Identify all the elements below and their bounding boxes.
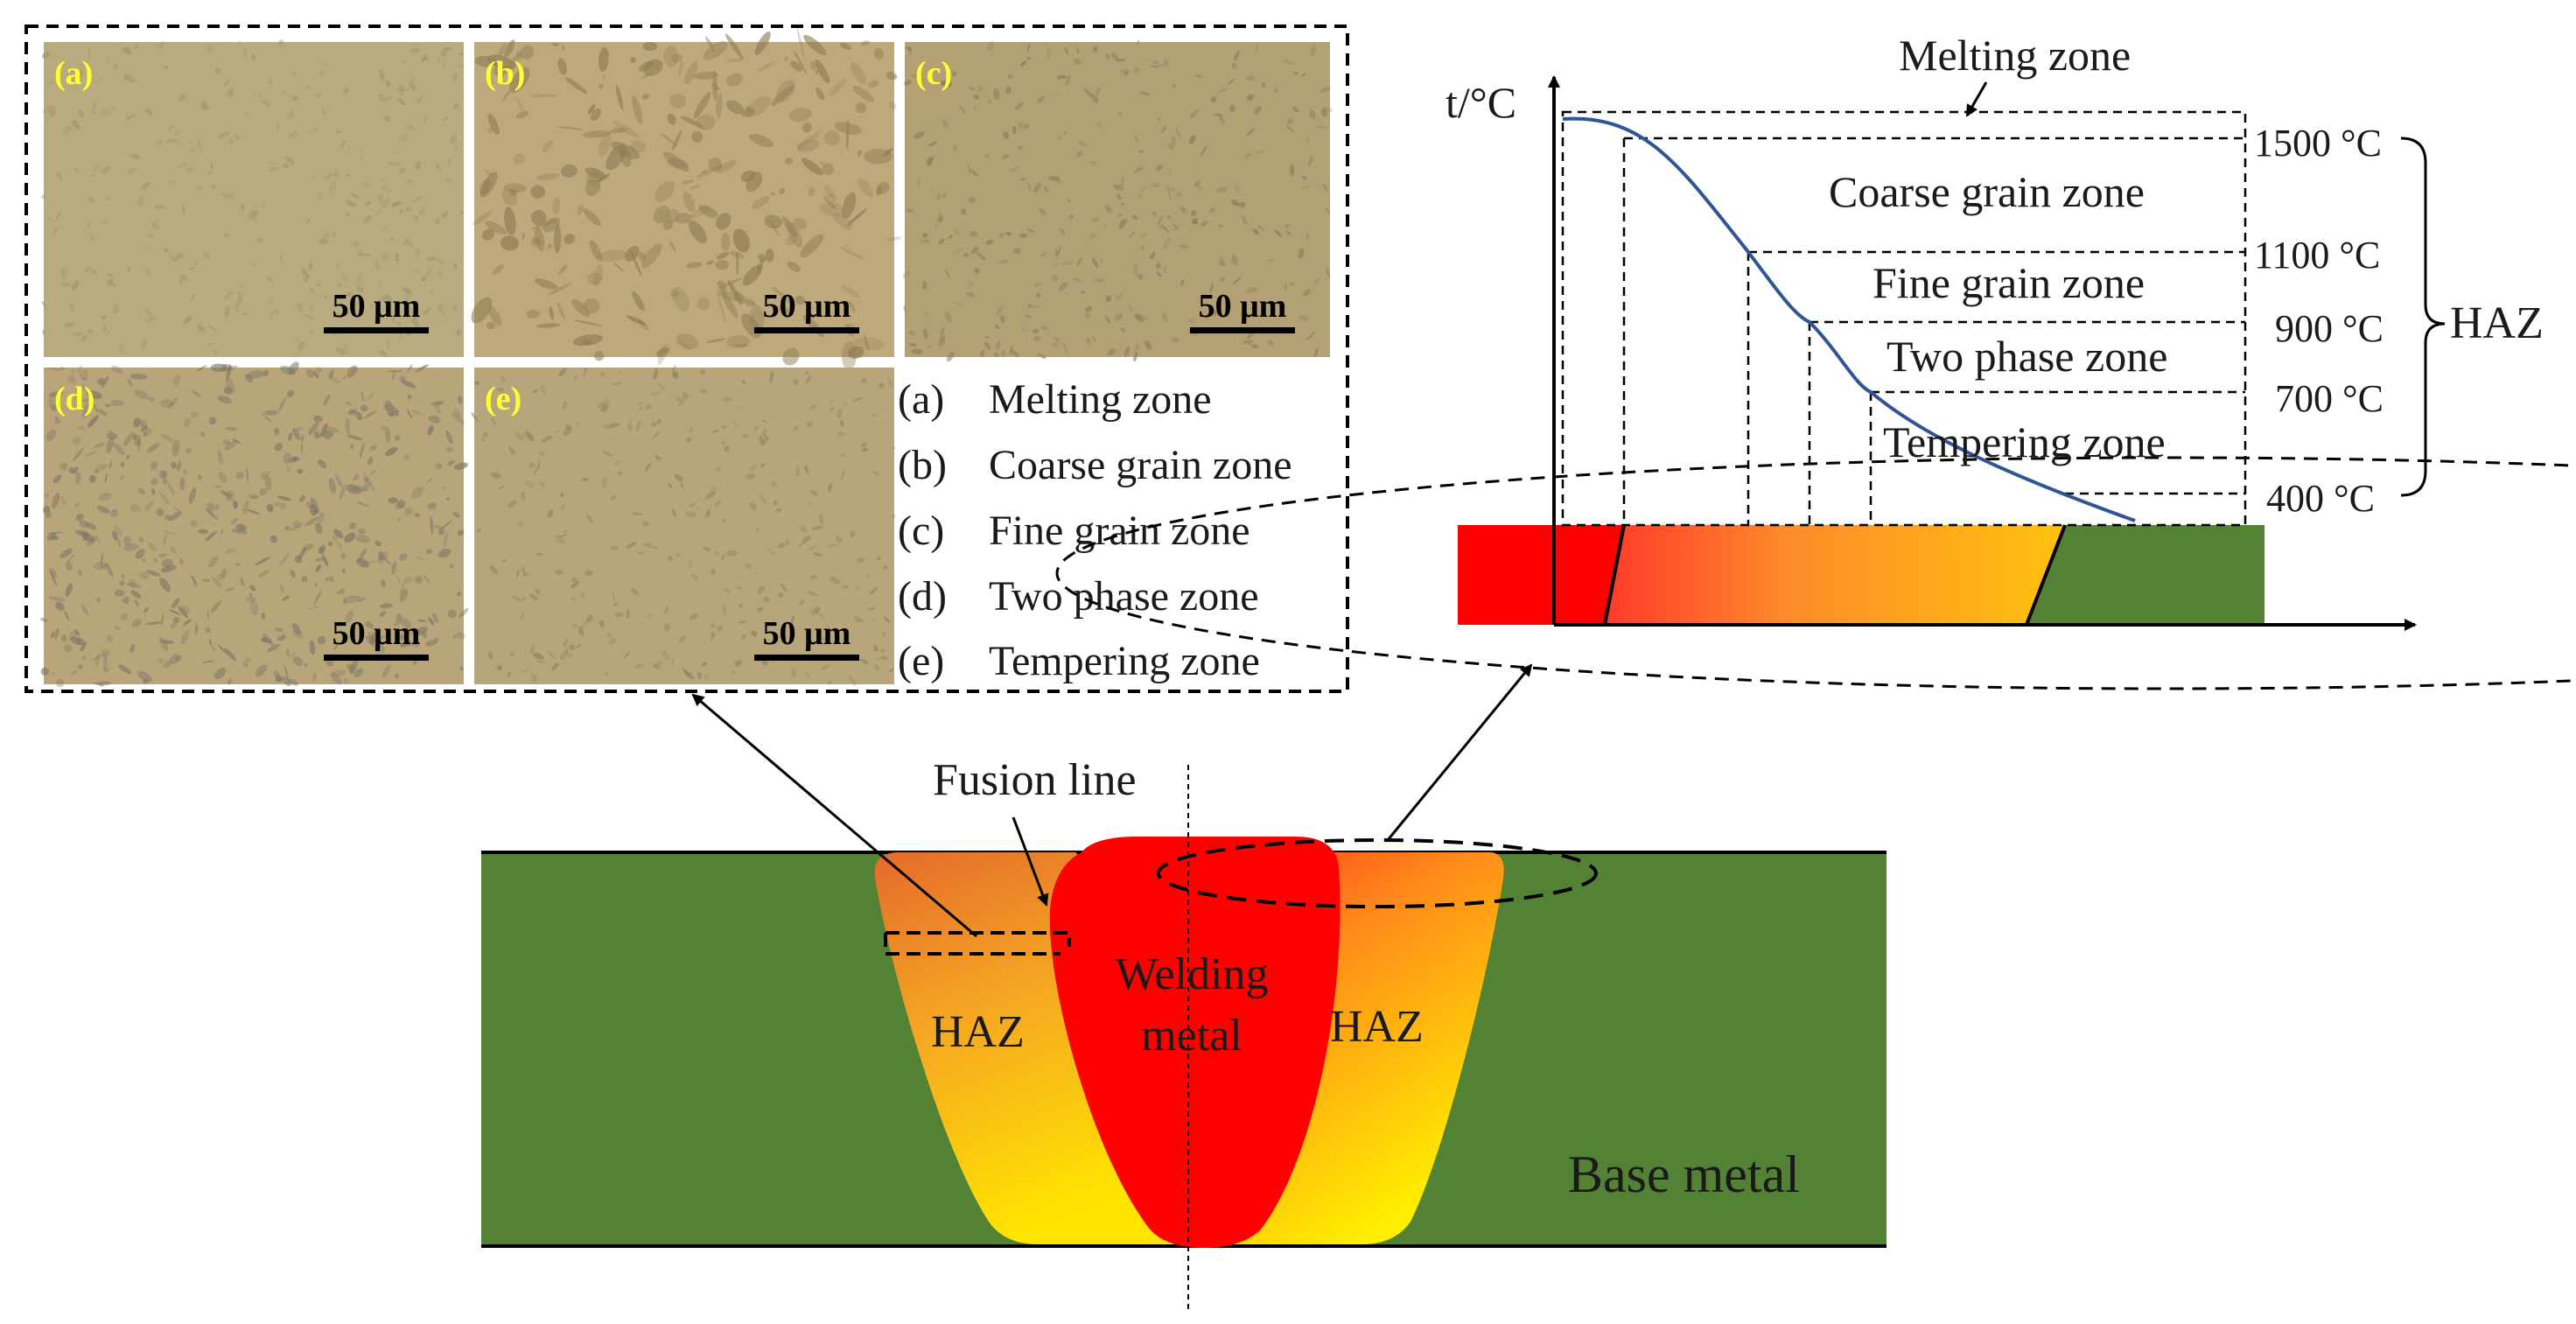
haz-sample-ellipse bbox=[1157, 838, 1598, 908]
zone-bar-melting bbox=[1458, 525, 1624, 625]
temperature-bar-ellipse bbox=[1055, 456, 2576, 690]
micrograph-b-scale-text: 50 μm bbox=[763, 288, 851, 325]
base-metal-label: Base metal bbox=[1568, 1145, 1800, 1203]
temp-tick-700: 700 °C bbox=[2275, 377, 2384, 420]
arrow-to-temperature-chart bbox=[1386, 663, 1533, 841]
micrograph-c-scale-text: 50 μm bbox=[1199, 288, 1287, 325]
zone-bar-base bbox=[2028, 525, 2264, 625]
micrograph-b-scale-bar bbox=[754, 327, 859, 333]
micrograph-d-texture bbox=[39, 361, 469, 688]
micrograph-panel: (a) 50 μm (b) 50 μm (c) 50 μm (d) 50 μm (e) 50 μm… bbox=[24, 25, 1349, 693]
micrograph-c-label: (c) bbox=[915, 55, 952, 92]
welding-metal-label-line2: metal bbox=[1141, 1011, 1242, 1061]
legend-text-two-phase-zone: Two phase zone bbox=[989, 573, 1259, 620]
chart-y-axis-label: t/°C bbox=[1446, 78, 1516, 127]
micrograph-e-texture bbox=[471, 364, 896, 686]
micrograph-e: (e) 50 μm bbox=[471, 364, 896, 686]
micrograph-a-texture bbox=[40, 39, 466, 357]
temperature-chart: t/°C Melting zone Coarse grain zone Fine… bbox=[1055, 31, 2576, 690]
fusion-line-label: Fusion line bbox=[933, 755, 1137, 805]
temp-tick-1500: 1500 °C bbox=[2254, 122, 2382, 165]
melting-zone-pointer bbox=[1965, 81, 1988, 117]
micrograph-tiles: (a) 50 μm (b) 50 μm (c) 50 μm (d) 50 μm (e) 50 μm bbox=[39, 27, 1334, 688]
temperature-guide-lines bbox=[1561, 110, 2247, 527]
haz-brace bbox=[2400, 137, 2446, 497]
micrograph-d-image bbox=[44, 368, 464, 684]
micrograph-b-texture bbox=[471, 27, 902, 370]
micrograph-a-scale-bar bbox=[324, 327, 429, 333]
micrograph-d-label: (d) bbox=[54, 381, 94, 417]
melting-zone-label: Melting zone bbox=[1899, 31, 2131, 80]
arrow-to-micrographs bbox=[691, 693, 977, 938]
fusion-line-pointer bbox=[1012, 816, 1049, 907]
legend-text-coarse-grain-zone: Coarse grain zone bbox=[989, 442, 1292, 488]
micrograph-b: (b) 50 μm bbox=[471, 27, 902, 370]
micrograph-a-label: (a) bbox=[54, 55, 93, 92]
haz-brace-label: HAZ bbox=[2450, 298, 2544, 348]
micrograph-b-image bbox=[474, 42, 894, 357]
sample-location-box bbox=[884, 931, 1071, 956]
temperature-curve bbox=[1562, 116, 2136, 522]
welding-metal-label-line1: Welding bbox=[1116, 949, 1269, 999]
micrograph-c: (c) 50 μm bbox=[902, 39, 1334, 362]
micrograph-e-image bbox=[474, 368, 894, 684]
micrograph-b-label: (b) bbox=[485, 55, 525, 92]
zone-bar-boundary-right bbox=[2025, 524, 2067, 626]
micrograph-c-image bbox=[905, 42, 1330, 357]
temp-tick-1100: 1100 °C bbox=[2254, 234, 2380, 277]
zone-label-two-phase: Two phase zone bbox=[1886, 332, 2167, 381]
legend-key-b: (b) bbox=[898, 442, 947, 488]
melting-zone-box bbox=[1561, 110, 2247, 527]
legend-key-e: (e) bbox=[898, 638, 944, 684]
legend-key-a: (a) bbox=[898, 376, 944, 423]
micrograph-a: (a) 50 μm bbox=[40, 39, 466, 357]
zone-color-bar bbox=[1458, 524, 2264, 626]
haz-left-label: HAZ bbox=[931, 1007, 1025, 1057]
micrograph-legend: (a) Melting zone (b) Coarse grain zone (… bbox=[898, 376, 1292, 684]
legend-text-fine-grain-zone: Fine grain zone bbox=[989, 508, 1250, 554]
micrograph-a-image bbox=[44, 42, 464, 357]
temp-tick-900: 900 °C bbox=[2275, 307, 2384, 350]
haz-right-label: HAZ bbox=[1330, 1002, 1424, 1052]
connector-arrows bbox=[691, 663, 1533, 938]
zone-bar-haz bbox=[1606, 525, 2065, 625]
micrograph-e-scale-bar bbox=[754, 655, 859, 661]
temp-tick-400: 400 °C bbox=[2266, 477, 2375, 520]
zone-label-tempering: Tempering zone bbox=[1883, 417, 2166, 466]
micrograph-a-scale-text: 50 μm bbox=[332, 288, 421, 325]
micrograph-panel-border bbox=[24, 25, 1349, 693]
legend-key-c: (c) bbox=[898, 508, 944, 554]
micrograph-d: (d) 50 μm bbox=[39, 361, 469, 688]
welding-metal-region bbox=[1049, 837, 1340, 1248]
weld-cross-section: Fusion line Welding metal HAZ HAZ Base m… bbox=[481, 755, 1886, 1313]
micrograph-c-texture bbox=[902, 39, 1334, 362]
micrograph-d-scale-text: 50 μm bbox=[332, 615, 421, 652]
legend-text-tempering-zone: Tempering zone bbox=[989, 638, 1260, 684]
legend-text-melting-zone: Melting zone bbox=[989, 376, 1212, 423]
micrograph-e-label: (e) bbox=[485, 381, 522, 417]
micrograph-e-scale-text: 50 μm bbox=[763, 615, 851, 652]
zone-label-fine-grain: Fine grain zone bbox=[1872, 258, 2145, 307]
micrograph-c-scale-bar bbox=[1190, 327, 1295, 333]
zone-bar-boundary-left bbox=[1603, 524, 1626, 626]
zone-label-coarse-grain: Coarse grain zone bbox=[1829, 167, 2145, 216]
micrograph-d-scale-bar bbox=[324, 655, 429, 661]
legend-key-d: (d) bbox=[898, 573, 947, 620]
